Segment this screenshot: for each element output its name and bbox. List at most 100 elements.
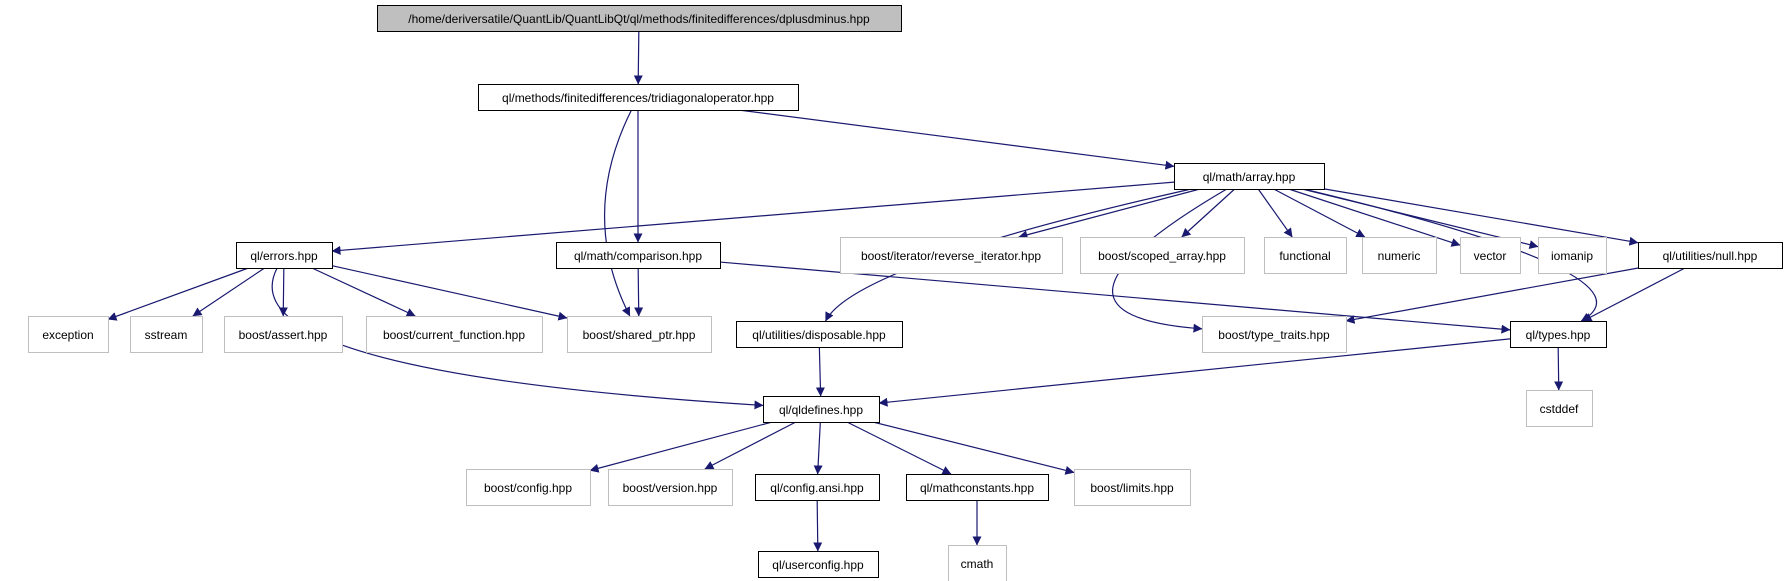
edge-types-to-cstddef: [1554, 346, 1564, 391]
node-box: [1526, 390, 1593, 427]
node-label: cstddef: [1540, 402, 1579, 416]
node-label: ql/types.hpp: [1526, 328, 1591, 342]
node-disposable[interactable]: ql/utilities/disposable.hpp: [735, 320, 904, 349]
node-curfunc: boost/current_function.hpp: [366, 316, 543, 353]
edge-errors-to-curfunc: [311, 267, 416, 317]
node-box: [1080, 237, 1245, 274]
node-box: [757, 550, 880, 579]
node-scoped_array: boost/scoped_array.hpp: [1080, 237, 1245, 274]
node-label: numeric: [1378, 249, 1421, 263]
node-label: ql/mathconstants.hpp: [920, 481, 1034, 495]
node-label: boost/scoped_array.hpp: [1098, 249, 1226, 263]
node-box: [905, 473, 1050, 502]
node-box: [1509, 320, 1608, 349]
node-label: ql/methods/finitedifferences/tridiagonal…: [502, 91, 774, 105]
node-bconfig: boost/config.hpp: [466, 469, 591, 506]
node-types[interactable]: ql/types.hpp: [1509, 320, 1608, 349]
edge-errors-to-exception: [107, 267, 249, 321]
edge-array-to-rev_iter: [1018, 188, 1201, 240]
node-mathconst[interactable]: ql/mathconstants.hpp: [905, 473, 1050, 502]
node-label: ql/utilities/null.hpp: [1663, 249, 1758, 263]
edge-qldefines-to-blimits: [872, 421, 1075, 475]
node-label: boost/shared_ptr.hpp: [583, 328, 696, 342]
node-box: [1362, 237, 1437, 274]
node-label: sstream: [145, 328, 188, 342]
node-box: [735, 320, 904, 349]
node-box: [224, 316, 343, 353]
edges-layer: [107, 30, 1686, 552]
node-box: [1264, 237, 1347, 274]
node-array[interactable]: ql/math/array.hpp: [1173, 162, 1326, 191]
node-tridiag[interactable]: ql/methods/finitedifferences/tridiagonal…: [477, 83, 800, 112]
node-functional: functional: [1264, 237, 1347, 274]
node-userconfig[interactable]: ql/userconfig.hpp: [757, 550, 880, 579]
edge-array-to-functional: [1257, 188, 1293, 238]
node-box: [477, 83, 800, 112]
node-box: [567, 316, 712, 353]
node-label: boost/type_traits.hpp: [1218, 328, 1330, 342]
node-shared_ptr: boost/shared_ptr.hpp: [567, 316, 712, 353]
node-root[interactable]: /home/deriversatile/QuantLib/QuantLibQt/…: [376, 4, 903, 33]
edge-errors-to-qldefines: [271, 267, 764, 410]
node-sstream: sstream: [130, 316, 203, 353]
node-errors[interactable]: ql/errors.hpp: [235, 241, 334, 270]
edge-errors-to-assert: [278, 267, 288, 317]
edge-array-to-vector: [1288, 188, 1461, 247]
edge-qldefines-to-bconfig: [589, 421, 773, 473]
node-label: boost/current_function.hpp: [383, 328, 525, 342]
node-assert: boost/assert.hpp: [224, 316, 343, 353]
node-box: [366, 316, 543, 353]
node-label: ql/errors.hpp: [250, 249, 318, 263]
edge-configansi-to-userconfig: [813, 499, 823, 552]
node-box: [130, 316, 203, 353]
edge-array-to-null: [1323, 188, 1639, 246]
node-box: [555, 241, 722, 270]
node-box: [1460, 237, 1521, 274]
edge-qldefines-to-mathconst: [846, 421, 952, 475]
nodes-layer: /home/deriversatile/QuantLib/QuantLibQt/…: [28, 4, 1784, 581]
edge-array-to-scoped_array: [1181, 188, 1236, 238]
node-rev_iter: boost/iterator/reverse_iterator.hpp: [840, 237, 1063, 274]
edge-qldefines-to-configansi: [813, 421, 823, 475]
edge-errors-to-shared_ptr: [331, 265, 568, 321]
node-box: [1173, 162, 1326, 191]
node-vector: vector: [1460, 237, 1521, 274]
node-cstddef: cstddef: [1526, 390, 1593, 427]
node-blimits: boost/limits.hpp: [1074, 469, 1191, 506]
edge-tridiag-to-array: [738, 109, 1175, 170]
node-qldefines[interactable]: ql/qldefines.hpp: [762, 395, 881, 424]
node-type_traits: boost/type_traits.hpp: [1202, 316, 1347, 353]
node-label: vector: [1474, 249, 1507, 263]
node-label: ql/qldefines.hpp: [779, 403, 863, 417]
node-box: [948, 545, 1007, 581]
edge-null-to-types: [1582, 267, 1686, 322]
node-label: boost/version.hpp: [623, 481, 718, 495]
node-label: exception: [42, 328, 93, 342]
node-label: ql/math/comparison.hpp: [574, 249, 702, 263]
node-box: [28, 316, 109, 353]
node-box: [1202, 316, 1347, 353]
node-configansi[interactable]: ql/config.ansi.hpp: [754, 473, 881, 502]
node-null[interactable]: ql/utilities/null.hpp: [1637, 241, 1784, 270]
edge-array-to-type_traits: [1111, 188, 1228, 333]
node-label: iomanip: [1551, 249, 1593, 263]
edge-array-to-errors: [331, 181, 1175, 255]
node-cmath: cmath: [948, 545, 1007, 581]
node-iomanip: iomanip: [1538, 237, 1607, 274]
node-box: [466, 469, 591, 506]
node-comparison[interactable]: ql/math/comparison.hpp: [555, 241, 722, 270]
edge-array-to-numeric: [1273, 188, 1366, 238]
edge-null-to-type_traits: [1345, 267, 1639, 324]
node-numeric: numeric: [1362, 237, 1437, 274]
node-label: boost/config.hpp: [484, 481, 572, 495]
edge-errors-to-sstream: [192, 267, 265, 317]
node-box: [762, 395, 881, 424]
node-label: /home/deriversatile/QuantLib/QuantLibQt/…: [408, 12, 870, 26]
edge-qldefines-to-bversion: [704, 421, 797, 470]
node-box: [376, 4, 903, 33]
node-box: [235, 241, 334, 270]
node-label: ql/userconfig.hpp: [772, 558, 864, 572]
node-box: [1637, 241, 1784, 270]
node-box: [1074, 469, 1191, 506]
